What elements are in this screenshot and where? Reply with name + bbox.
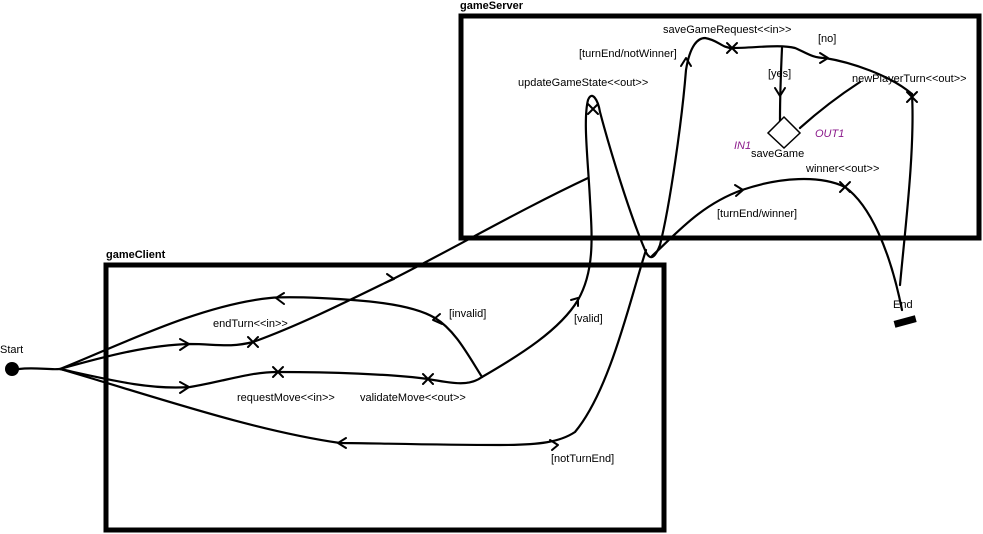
event-mark-validatemove (422, 373, 434, 385)
label-winner: winner<<out>> (805, 163, 879, 175)
label-turn-end-winner: [turnEnd/winner] (717, 208, 797, 220)
label-end: End (893, 299, 913, 311)
flow-requestmove (58, 367, 484, 389)
label-in1: IN1 (734, 140, 751, 152)
label-invalid: [invalid] (449, 308, 486, 320)
label-no: [no] (818, 33, 836, 45)
arrowhead (774, 87, 786, 97)
label-save-game-request: saveGameRequest<<in>> (663, 24, 791, 36)
flow-notturnend (58, 248, 648, 447)
arrowhead (734, 184, 744, 197)
event-mark-endturn (247, 336, 259, 348)
flow-yes (778, 46, 784, 120)
label-end-turn: endTurn<<in>> (213, 318, 288, 330)
event-mark-requestmove (272, 366, 284, 378)
start-node (5, 362, 19, 376)
arrowhead (179, 338, 190, 351)
flow-winner (650, 177, 904, 312)
event-mark-updategamestate (587, 103, 599, 115)
label-update-game-state: updateGameState<<out>> (518, 77, 648, 89)
flow-out1 (798, 80, 862, 130)
event-mark-newplayerturn (906, 91, 918, 103)
end-bar (893, 315, 917, 328)
game-client-title: gameClient (106, 249, 166, 261)
arrowhead (819, 52, 829, 64)
label-new-player-turn: newPlayerTurn<<out>> (852, 73, 967, 85)
arrowhead (275, 292, 285, 305)
label-yes: [yes] (768, 68, 791, 80)
flow-endturn (58, 176, 590, 371)
arrowhead (570, 297, 579, 307)
label-save-game: saveGame (751, 148, 804, 160)
arrowhead (549, 439, 559, 451)
label-valid: [valid] (574, 313, 603, 325)
flow-invalid (58, 296, 484, 379)
arrowhead (680, 57, 692, 67)
game-client-box (103, 262, 667, 533)
arrowhead (179, 381, 190, 394)
label-validate-move: validateMove<<out>> (360, 392, 466, 404)
label-request-move: requestMove<<in>> (237, 392, 335, 404)
arrowhead (432, 313, 443, 325)
start-label: Start (0, 344, 23, 356)
game-server-title: gameServer (460, 0, 524, 12)
arrowhead (384, 273, 395, 284)
label-not-turn-end: [notTurnEnd] (551, 453, 614, 465)
arrowhead (337, 437, 347, 449)
event-mark-winner (839, 181, 851, 193)
save-game-diamond (766, 115, 802, 150)
label-out1: OUT1 (815, 128, 844, 140)
flow-newplayerturn-end (898, 92, 914, 287)
game-server-box (458, 13, 982, 241)
event-mark-savegamerequest (726, 42, 738, 54)
start-stem (17, 367, 62, 371)
label-turn-end-not-winner: [turnEnd/notWinner] (579, 48, 677, 60)
